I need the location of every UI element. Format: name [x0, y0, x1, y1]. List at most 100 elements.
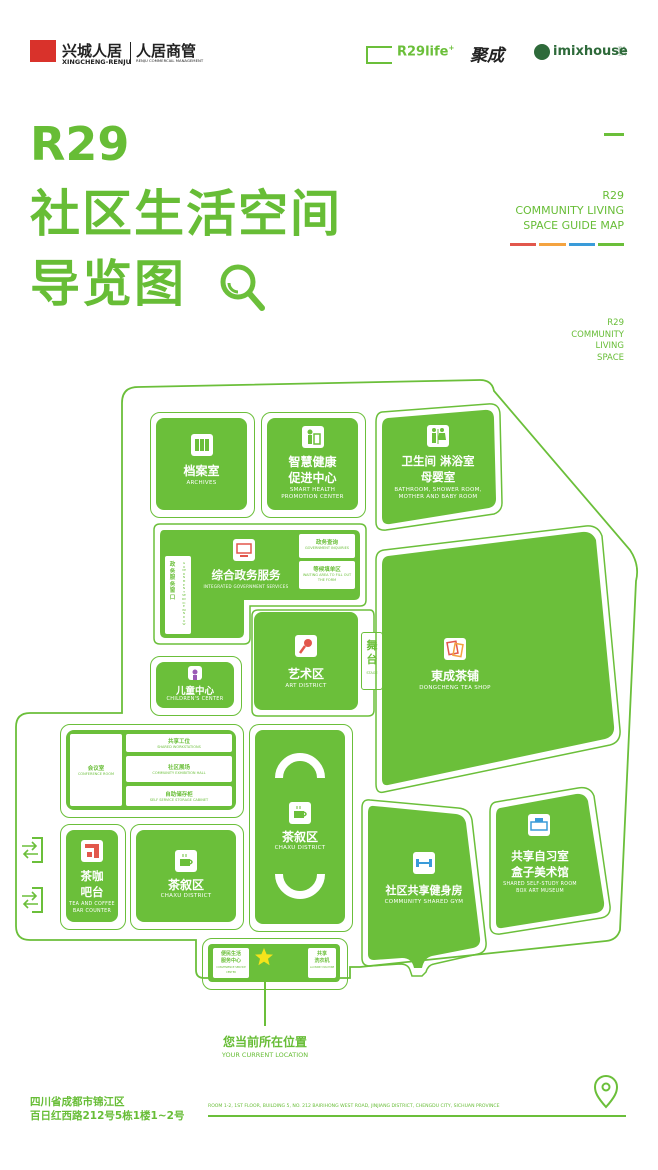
gym-name: 社区共享健身房 — [385, 884, 463, 897]
chaxu-left-name: 茶叙区 — [167, 878, 204, 892]
washer-label-2: 洗衣机 — [314, 958, 330, 964]
subtitle: R29 COMMUNITY LIVING SPACE GUIDE MAP — [515, 188, 624, 233]
room-gov[interactable]: 政务服务窗口 GOVERNMENT SERVICE WINDOW 综合政务服务 … — [160, 530, 360, 638]
gov-waiting[interactable]: 等候填单区 WAITING AREA TO FILL OUT THE FORM — [299, 561, 355, 589]
coffee-outline — [60, 824, 126, 930]
entrance-icon-1 — [20, 836, 50, 864]
footer-address-en: ROOM 1-2, 1ST FLOOR, BUILDING 5, NO. 212… — [208, 1104, 500, 1109]
room-archives[interactable]: 档案室 ARCHIVES — [156, 418, 247, 510]
ju-logo: 聚成 — [470, 46, 504, 66]
archives-name: 档案室 — [183, 464, 220, 478]
health-icon — [302, 426, 324, 448]
color-bar-blue — [568, 243, 595, 246]
room-children[interactable]: 儿童中心 CHILDREN'S CENTER — [156, 662, 234, 708]
room-tea-shop[interactable]: 東成茶铺 DONGCHENG TEA SHOP — [382, 630, 602, 700]
storage-cabinet[interactable]: 自助储存柜 SELF SERVICE STORAGE CABINET — [126, 786, 232, 806]
workstation[interactable]: 共享工位 SHARED WORKSTATIONS — [126, 734, 232, 752]
gov-window-label: 政务服务窗口 — [169, 562, 176, 601]
art-outline — [251, 609, 375, 717]
title-line3: 导览图 — [30, 255, 186, 313]
magnifier-icon — [218, 262, 270, 316]
archives-icon — [191, 434, 213, 456]
meeting-room[interactable]: 会议室 CONFERENCE ROOM — [70, 734, 122, 806]
room-study[interactable]: 共享自习室 盒子美术馆 SHARED SELF-STUDY ROOM BOX A… — [500, 810, 604, 900]
room-chaxu-left[interactable]: 茶叙区 CHAXU DISTRICT — [136, 830, 236, 922]
imix-logo-sub: 混合空间 — [618, 46, 626, 56]
room-meeting-block: 会议室 CONFERENCE ROOM 共享工位 SHARED WORKSTAT… — [66, 730, 236, 810]
dumbbell-icon — [413, 852, 435, 874]
workstation-en: SHARED WORKSTATIONS — [157, 745, 201, 749]
computer-icon — [233, 539, 255, 561]
exhibition-en: COMMUNITY EXHIBITION HALL — [152, 771, 206, 775]
coffee-name-1: 茶咖 — [80, 869, 104, 883]
room-gym[interactable]: 社区共享健身房 COMMUNITY SHARED GYM — [368, 850, 480, 910]
room-chaxu-center[interactable]: 茶叙区 CHAXU DISTRICT — [255, 730, 345, 924]
coffee-en-1: TEA AND COFFEE — [69, 902, 115, 907]
study-name-1: 共享自习室 — [511, 849, 569, 863]
subtitle2: R29 COMMUNITY LIVING SPACE — [571, 318, 624, 364]
bath-en-2: MOTHER AND BABY ROOM — [398, 494, 478, 500]
laundry-machine[interactable]: 共享 洗衣机 LAUNDRY MACHINE — [308, 948, 336, 978]
r29-logo-icon — [366, 46, 392, 64]
chaxu-center-outline — [249, 724, 353, 932]
room-coffee[interactable]: 茶咖 吧台 TEA AND COFFEE BAR COUNTER — [66, 830, 118, 922]
color-bar-green — [597, 243, 624, 246]
health-name-2: 促进中心 — [288, 471, 337, 485]
arc-bottom — [275, 873, 325, 899]
room-tea-shop-shape — [382, 531, 615, 786]
stage-1: 舞 — [366, 639, 378, 652]
meeting-outline — [60, 724, 244, 818]
study-en-2: BOX ART MUSEUM — [516, 889, 564, 894]
tea-shop-outline — [375, 525, 621, 794]
chaxu-left-en: CHAXU DISTRICT — [160, 893, 212, 899]
room-art[interactable]: 艺术区 ART DISTRICT — [254, 612, 358, 710]
chaxu-center-en: CHAXU DISTRICT — [274, 845, 326, 851]
brand2-cn: 人居商管 — [136, 42, 197, 60]
workstation-label: 共享工位 — [167, 739, 190, 745]
convenience-center[interactable]: 便民生活 服务中心 CONVENIENCE SERVICE CENTER — [213, 948, 249, 978]
chaxu-center-name: 茶叙区 — [281, 830, 318, 844]
gov-inquiries[interactable]: 政务查询 GOVERNMENT INQUIRIES — [299, 534, 355, 558]
exhibition-hall[interactable]: 社区展场 COMMUNITY EXHIBITION HALL — [126, 756, 232, 782]
location-pointer-line — [264, 966, 266, 1026]
stage[interactable]: 舞 台 STAGE — [361, 632, 383, 690]
teacup-icon-2 — [175, 850, 197, 872]
stage-en: STAGE — [366, 671, 378, 675]
gym-en: COMMUNITY SHARED GYM — [384, 899, 464, 905]
location-label: 您当前所在位置 — [222, 1035, 307, 1049]
gov-window-en: GOVERNMENT SERVICE WINDOW — [182, 561, 186, 627]
gov-name: 综合政务服务 — [211, 568, 281, 582]
archives-outline — [150, 412, 255, 518]
archives-en: ARCHIVES — [186, 480, 217, 486]
convenience-label-2: 服务中心 — [220, 958, 241, 964]
arc-top — [275, 753, 325, 779]
children-outline — [150, 656, 242, 716]
convenience-en: CONVENIENCE SERVICE CENTER — [216, 966, 246, 974]
room-bathroom[interactable]: 卫生间 淋浴室 母婴室 BATHROOM, SHOWER ROOM, MOTHE… — [382, 415, 494, 515]
imix-logo: imixhouse — [553, 44, 628, 59]
gov-window: 政务服务窗口 GOVERNMENT SERVICE WINDOW — [165, 556, 191, 634]
footer-address-1: 四川省成都市锦江区 — [30, 1096, 125, 1108]
health-outline — [261, 412, 366, 518]
color-bar-orange — [539, 243, 566, 246]
subtitle-l3: SPACE GUIDE MAP — [523, 219, 624, 232]
study-outline — [489, 786, 611, 935]
title-r29: R29 — [30, 117, 130, 171]
floor-plan-outline — [15, 379, 639, 979]
room-study-shape — [496, 793, 605, 929]
microphone-icon — [295, 635, 317, 657]
convenience-label-1: 便民生活 — [220, 951, 241, 957]
brand-en: XINGCHENG-RENJU — [62, 58, 131, 66]
tea-shop-icon — [444, 638, 466, 660]
room-gym-shape — [368, 805, 481, 968]
room-smart-health[interactable]: 智慧健康 促进中心 SMART HEALTH PROMOTION CENTER — [267, 418, 358, 510]
title-line2: 社区生活空间 — [30, 185, 342, 243]
color-bars — [510, 243, 624, 246]
subtitle2-l1: R29 — [607, 318, 624, 328]
convenience-outline — [202, 938, 348, 990]
header: 兴城人居 XINGCHENG-RENJU 人居商管 RENJU COMMERCI… — [0, 0, 658, 80]
teacup-icon — [289, 802, 311, 824]
xingcheng-logo-icon — [30, 40, 56, 62]
health-en-1: SMART HEALTH — [289, 487, 336, 493]
gov-inquiries-label: 政务查询 — [315, 540, 338, 546]
